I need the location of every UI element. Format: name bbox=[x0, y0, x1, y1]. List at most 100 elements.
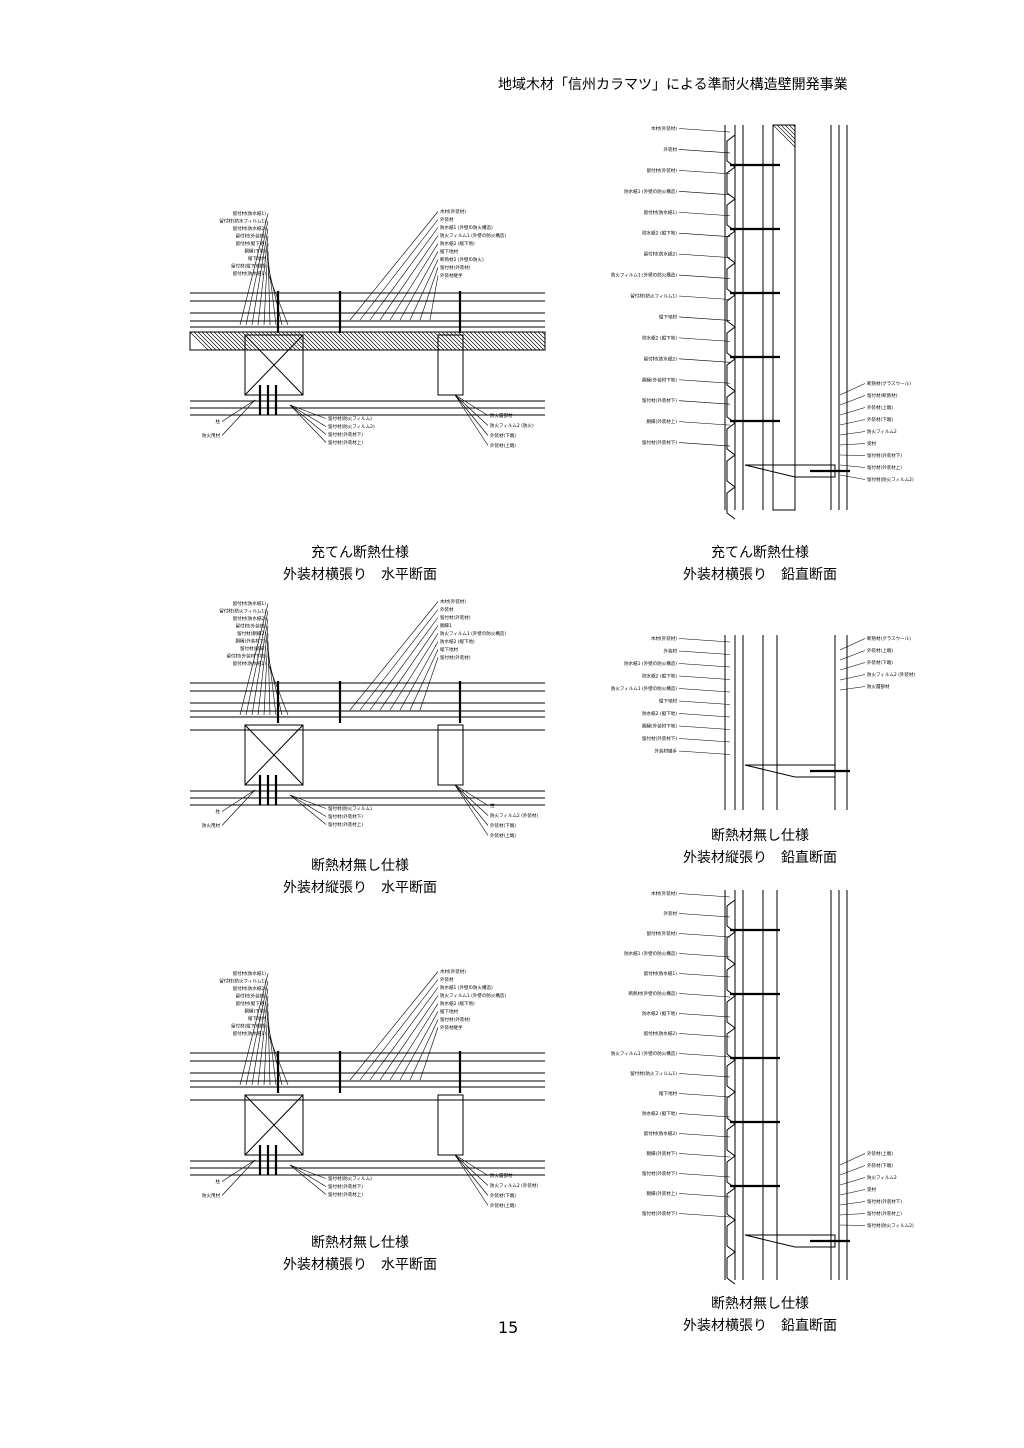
insulation-layer-hatch bbox=[189, 331, 209, 351]
callout-label: 防火フィルム1 (外壁の防火構造) bbox=[611, 1050, 677, 1057]
leader-line bbox=[678, 1013, 731, 1018]
leader-line bbox=[369, 227, 439, 321]
callout-label: 留付材(外装材下) bbox=[642, 735, 677, 742]
callout-label: 受材 bbox=[867, 440, 876, 447]
callout-label: 縦下地材 bbox=[659, 1090, 677, 1097]
insulation-layer-hatch bbox=[233, 331, 253, 351]
leader-line bbox=[839, 395, 866, 406]
leader-line bbox=[454, 394, 489, 436]
leader-line bbox=[239, 603, 269, 716]
callout-label: 留付材(縦下地) bbox=[235, 240, 266, 247]
callout-label: 防水紙2 (縦下地) bbox=[440, 638, 475, 645]
insulation-layer-hatch bbox=[349, 331, 369, 351]
callout-label: 外装材(下端) bbox=[490, 1192, 516, 1199]
insulation-layer-hatch bbox=[469, 331, 489, 351]
leader-line bbox=[678, 1193, 731, 1198]
callout-label: 防水紙2 (縦下地) bbox=[642, 1010, 677, 1017]
callout-label: 外装材 bbox=[440, 976, 454, 983]
leader-line bbox=[263, 243, 269, 326]
insulation-layer-hatch bbox=[792, 124, 796, 128]
caption-line1: 断熱材無し仕様 bbox=[711, 828, 809, 844]
callout-label: 木材(外装材) bbox=[440, 598, 466, 605]
leader-line bbox=[839, 1177, 866, 1186]
siding-profile bbox=[726, 125, 736, 520]
leader-line bbox=[678, 1113, 731, 1118]
callout-label: 防水紙2 (縦下地) bbox=[642, 1110, 677, 1117]
callout-label: 縦下地材 bbox=[440, 248, 458, 255]
leader-line bbox=[245, 610, 269, 716]
leader-line bbox=[409, 1019, 439, 1081]
leader-line bbox=[349, 211, 439, 321]
callout-label: 留付材(外装材) bbox=[235, 233, 266, 240]
insulation-layer-hatch bbox=[329, 331, 349, 351]
leader-line bbox=[678, 274, 731, 279]
leader-line bbox=[678, 1133, 731, 1138]
callout-label: 留付材(防水紙1) bbox=[233, 270, 267, 277]
column-cross bbox=[244, 724, 304, 786]
insulation-layer-hatch bbox=[321, 331, 341, 351]
insulation-layer-hatch bbox=[357, 331, 377, 351]
base-flashing bbox=[744, 464, 836, 478]
callout-label: 防水紙2 (縦下地) bbox=[642, 673, 677, 680]
leader-line bbox=[839, 443, 866, 446]
insulation-layer-hatch bbox=[776, 124, 796, 144]
callout-label: 留付材(外装材上) bbox=[867, 1210, 902, 1217]
leader-line bbox=[839, 407, 866, 416]
insulation-layer-hatch bbox=[513, 331, 533, 351]
leader-line bbox=[454, 1154, 489, 1186]
caption-line2: 外装材縦張り 鉛直断面 bbox=[683, 850, 837, 866]
leader-line bbox=[678, 650, 731, 655]
leader-line bbox=[678, 337, 731, 342]
callout-label: 柱 bbox=[216, 418, 221, 425]
leader-line bbox=[678, 379, 731, 384]
callout-label: 胴縁1 bbox=[440, 622, 452, 629]
leader-line bbox=[454, 1154, 489, 1196]
callout-label: 外装材 bbox=[664, 910, 678, 917]
callout-label: 外装材(上端) bbox=[867, 404, 893, 411]
leader-line bbox=[678, 400, 731, 405]
callout-label: 留付材(外装材) bbox=[440, 654, 471, 661]
leader-line bbox=[289, 794, 327, 809]
leader-line bbox=[263, 633, 269, 716]
leader-line bbox=[221, 789, 256, 826]
callout-label: 防火フィルム1 (外壁の防火構造) bbox=[440, 992, 506, 999]
insulation-layer-hatch bbox=[505, 331, 525, 351]
leader-line bbox=[399, 641, 439, 711]
leader-line bbox=[839, 686, 866, 691]
leader-line bbox=[429, 275, 439, 321]
callout-label: 外装材 bbox=[440, 216, 454, 223]
leader-line bbox=[289, 794, 327, 817]
caption-line1: 充てん断熱仕様 bbox=[311, 545, 409, 561]
callout-label: 留付材(外装材下地) bbox=[226, 653, 266, 660]
insulation-layer-hatch bbox=[309, 331, 329, 351]
insulation-layer-hatch bbox=[537, 331, 546, 340]
leader-line bbox=[399, 251, 439, 321]
leader-line bbox=[839, 1213, 866, 1216]
leader-line bbox=[257, 625, 269, 716]
callout-label: 留付材(防火フィルム2) bbox=[867, 476, 914, 483]
figure-caption-5: 断熱材無し仕様 外装材横張り 水平断面 bbox=[260, 1232, 460, 1276]
leader-line bbox=[839, 454, 866, 456]
insulation-layer-hatch bbox=[772, 124, 796, 148]
insulation-layer-hatch bbox=[341, 331, 361, 351]
caption-line1: 断熱材無し仕様 bbox=[711, 1296, 809, 1312]
leader-line bbox=[245, 980, 269, 1086]
callout-label: 縦下地材 bbox=[440, 1008, 458, 1015]
caption-line1: 断熱材無し仕様 bbox=[311, 858, 409, 874]
callout-label: 留付材(防水紙2) bbox=[233, 615, 267, 622]
leader-line bbox=[678, 128, 731, 133]
callout-label: 留付材(防火フィルム1) bbox=[630, 293, 677, 300]
callout-label: 柱 bbox=[216, 808, 221, 815]
leader-line bbox=[839, 474, 866, 480]
callout-label: 外装材(上端) bbox=[490, 442, 516, 449]
leader-line bbox=[678, 442, 731, 447]
insulation-layer-hatch bbox=[780, 124, 796, 140]
leader-line bbox=[678, 738, 731, 743]
caption-line2: 外装材横張り 鉛直断面 bbox=[683, 567, 837, 583]
insulation-layer-hatch bbox=[373, 331, 393, 351]
leader-line bbox=[389, 633, 439, 711]
callout-label: 防火用材 bbox=[202, 822, 220, 829]
insulation-layer-hatch bbox=[481, 331, 501, 351]
